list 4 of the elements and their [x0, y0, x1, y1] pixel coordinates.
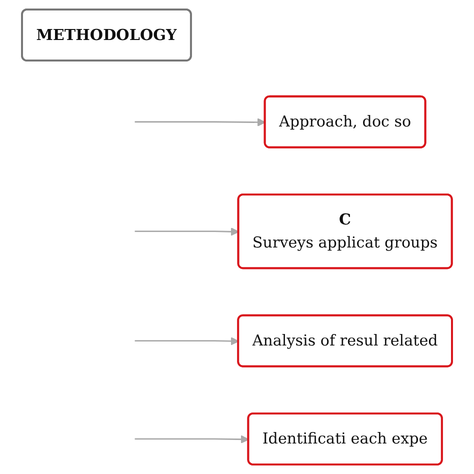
- arrow: [134, 435, 250, 444]
- arrow: [134, 228, 240, 236]
- arrow: [134, 118, 266, 126]
- arrow: [134, 337, 239, 346]
